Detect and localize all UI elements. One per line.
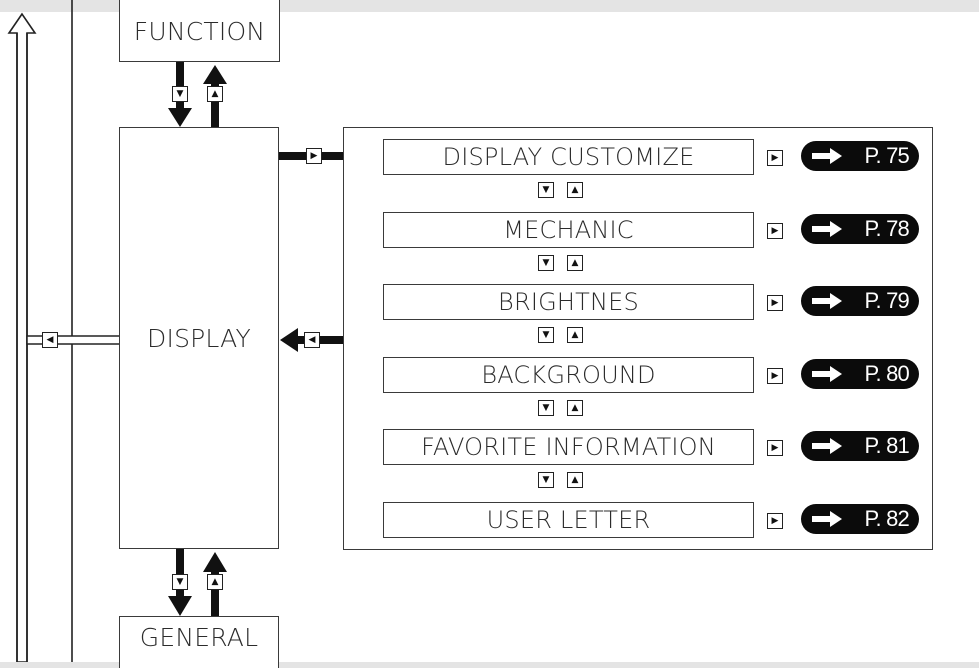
- right-button-icon[interactable]: ▶: [767, 223, 783, 239]
- menu-item[interactable]: MECHANIC: [383, 212, 754, 248]
- menu-item-label: BACKGROUND: [481, 361, 656, 389]
- page-reference-text: P. 78: [864, 216, 909, 241]
- page-reference-badge[interactable]: P. 80: [801, 359, 919, 389]
- page-reference-text: P. 80: [864, 361, 909, 386]
- back-hollow-arrow: [7, 12, 37, 662]
- function-box[interactable]: FUNCTION: [119, 0, 280, 62]
- right-button-icon[interactable]: ▶: [767, 368, 783, 384]
- page-ref-arrow-icon: [812, 221, 842, 237]
- display-label: DISPLAY: [147, 323, 251, 353]
- menu-item[interactable]: DISPLAY CUSTOMIZE: [383, 139, 754, 175]
- down-button-icon[interactable]: ▼: [172, 86, 188, 102]
- up-button-icon[interactable]: ▲: [567, 255, 583, 271]
- general-box[interactable]: GENERAL: [119, 616, 279, 668]
- bottom-up-arrow: [203, 552, 227, 616]
- submenu-panel: [343, 127, 933, 550]
- menu-item-label: BRIGHTNES: [498, 288, 639, 316]
- function-label: FUNCTION: [133, 17, 266, 46]
- page-reference-badge[interactable]: P. 78: [801, 214, 919, 244]
- page-reference-badge[interactable]: P. 79: [801, 286, 919, 316]
- right-button-icon[interactable]: ▶: [767, 150, 783, 166]
- menu-item-label: DISPLAY CUSTOMIZE: [442, 143, 695, 171]
- menu-item[interactable]: FAVORITE INFORMATION: [383, 429, 754, 465]
- page-reference-text: P. 75: [864, 143, 909, 168]
- up-button-icon[interactable]: ▲: [567, 327, 583, 343]
- page-ref-arrow-icon: [812, 293, 842, 309]
- page-reference-badge[interactable]: P. 75: [801, 141, 919, 171]
- bottom-down-arrow: [168, 548, 192, 616]
- down-button-icon[interactable]: ▼: [538, 327, 554, 343]
- down-button-icon[interactable]: ▼: [538, 472, 554, 488]
- page-reference-text: P. 82: [864, 506, 909, 531]
- up-button-icon[interactable]: ▲: [567, 472, 583, 488]
- menu-item-label: MECHANIC: [503, 216, 634, 244]
- down-button-icon[interactable]: ▼: [538, 182, 554, 198]
- page-reference-text: P. 79: [864, 288, 909, 313]
- page-ref-arrow-icon: [812, 366, 842, 382]
- up-button-icon[interactable]: ▲: [207, 574, 223, 590]
- page-reference-badge[interactable]: P. 82: [801, 504, 919, 534]
- left-button-icon[interactable]: ◀: [42, 332, 58, 348]
- exit-submenu-arrow: [280, 328, 344, 352]
- menu-item-label: FAVORITE INFORMATION: [421, 433, 716, 461]
- left-button-icon[interactable]: ◀: [304, 332, 320, 348]
- up-button-icon[interactable]: ▲: [567, 182, 583, 198]
- down-button-icon[interactable]: ▼: [172, 574, 188, 590]
- right-button-icon[interactable]: ▶: [767, 440, 783, 456]
- menu-item[interactable]: BRIGHTNES: [383, 284, 754, 320]
- right-button-icon[interactable]: ▶: [306, 148, 322, 164]
- top-up-arrow: [203, 65, 227, 128]
- page-ref-arrow-icon: [812, 438, 842, 454]
- right-button-icon[interactable]: ▶: [767, 513, 783, 529]
- back-connector: [26, 335, 121, 345]
- menu-item[interactable]: BACKGROUND: [383, 357, 754, 393]
- menu-item-label: USER LETTER: [486, 506, 651, 534]
- display-box[interactable]: DISPLAY: [119, 127, 279, 549]
- up-button-icon[interactable]: ▲: [207, 86, 223, 102]
- page-reference-badge[interactable]: P. 81: [801, 431, 919, 461]
- right-button-icon[interactable]: ▶: [767, 295, 783, 311]
- up-button-icon[interactable]: ▲: [567, 400, 583, 416]
- down-button-icon[interactable]: ▼: [538, 400, 554, 416]
- page-ref-arrow-icon: [812, 148, 842, 164]
- down-button-icon[interactable]: ▼: [538, 255, 554, 271]
- page-reference-text: P. 81: [864, 433, 909, 458]
- general-label: GENERAL: [139, 623, 259, 652]
- menu-item[interactable]: USER LETTER: [383, 502, 754, 538]
- page-ref-arrow-icon: [812, 511, 842, 527]
